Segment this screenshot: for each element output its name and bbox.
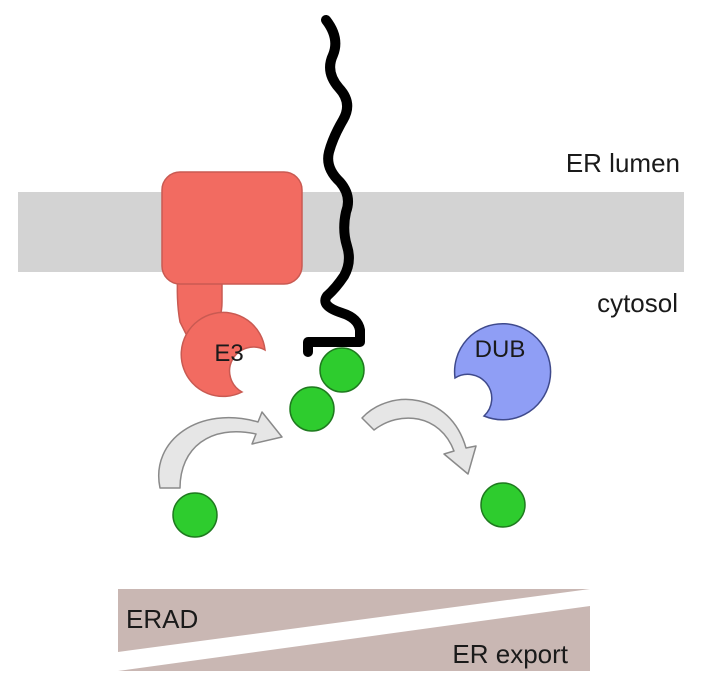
e3-head xyxy=(180,311,266,398)
er-lumen-label: ER lumen xyxy=(566,148,680,178)
dub-label: DUB xyxy=(475,336,526,363)
e3-ligase: E3 xyxy=(161,171,303,398)
free-ubiquitin-left xyxy=(172,492,218,538)
free-ubiquitin-right xyxy=(480,482,526,528)
dub-body xyxy=(453,323,552,421)
conjugation-arrow xyxy=(158,411,283,489)
ubiquitin-molecule xyxy=(319,347,365,393)
cytosol-label: cytosol xyxy=(597,288,678,318)
e3-label: E3 xyxy=(214,340,243,367)
fate-gradient: ERAD ER export xyxy=(118,589,590,671)
dub-enzyme: DUB xyxy=(453,323,552,421)
substrate-chain xyxy=(303,15,365,357)
erad-label: ERAD xyxy=(126,604,198,634)
ubiquitin-molecule xyxy=(289,386,335,432)
er-export-wedge xyxy=(118,606,590,671)
e3-membrane-domain xyxy=(161,171,303,285)
deubiquitination-arrow xyxy=(361,398,477,475)
er-export-label: ER export xyxy=(452,639,568,669)
ubiquitin-chain xyxy=(289,347,365,432)
erad-wedge xyxy=(118,589,590,652)
